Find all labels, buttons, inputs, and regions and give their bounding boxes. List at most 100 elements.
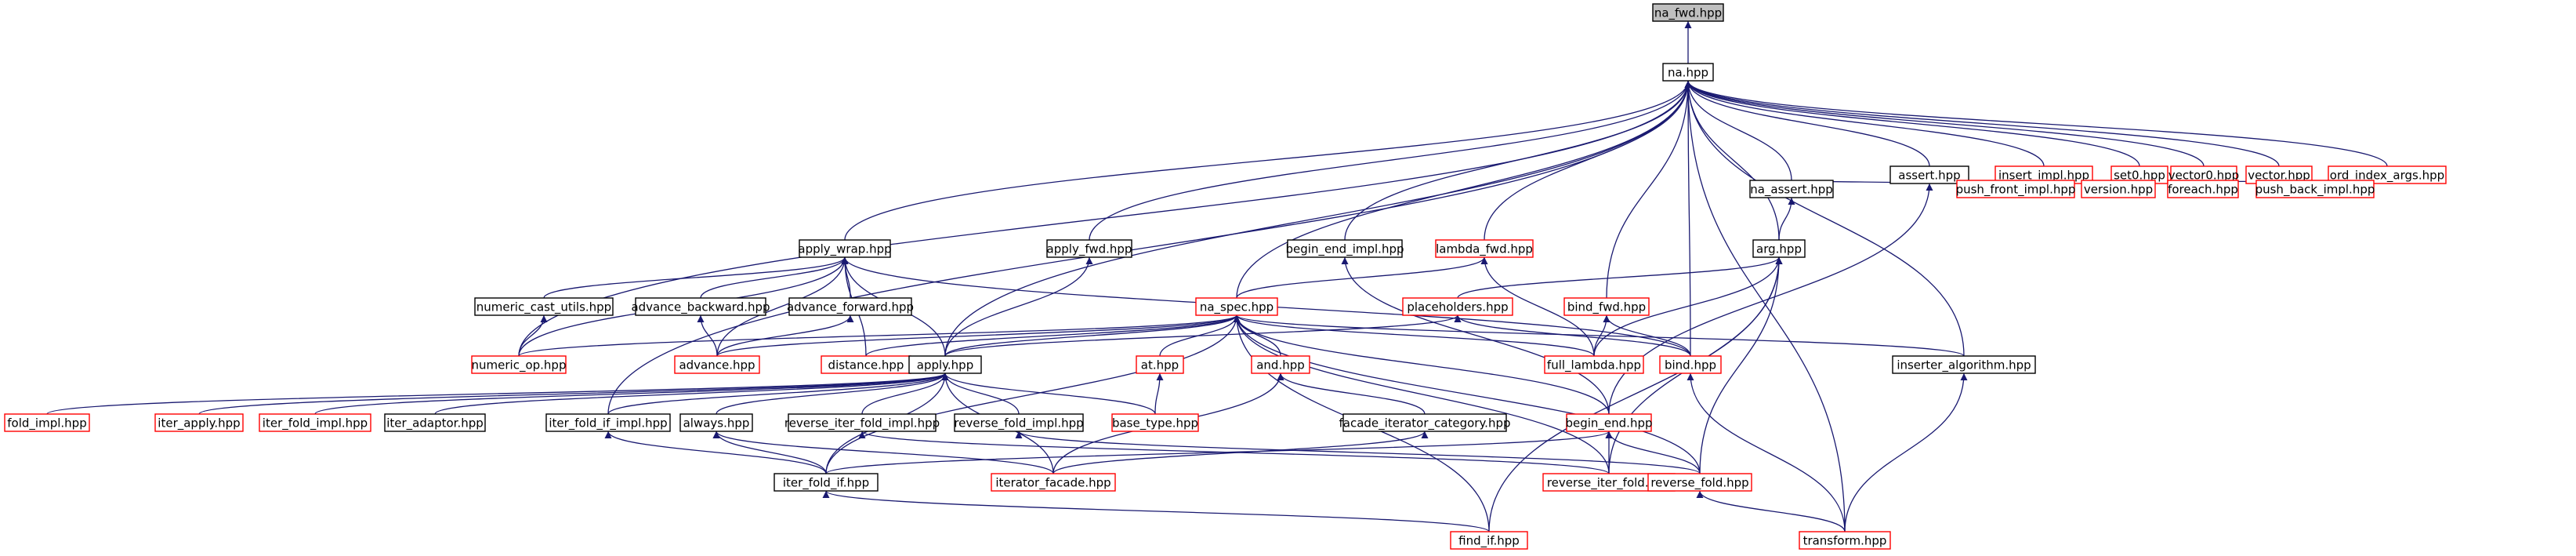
node-lambda-fwd[interactable]: lambda_fwd.hpp bbox=[1435, 239, 1534, 258]
node-box bbox=[1450, 531, 1528, 550]
node-label: advance_backward.hpp bbox=[631, 300, 770, 315]
node-box bbox=[471, 355, 567, 374]
node-box bbox=[1251, 355, 1310, 374]
node-reverse-iter-fold-impl[interactable]: reverse_iter_fold_impl.hpp bbox=[784, 413, 940, 432]
edge-iter_fold_impl-to-apply bbox=[314, 372, 949, 415]
edge-apply_fwd-to-na bbox=[1089, 80, 1692, 241]
node-box bbox=[1749, 180, 1834, 198]
node-facade-iterator-category[interactable]: facade_iterator_category.hpp bbox=[1339, 413, 1511, 432]
node-box bbox=[1647, 473, 1752, 492]
node-assert[interactable]: assert.hpp bbox=[1889, 165, 1969, 184]
node-full-lambda[interactable]: full_lambda.hpp bbox=[1544, 355, 1644, 374]
node-iter-apply[interactable]: iter_apply.hpp bbox=[154, 413, 244, 432]
node-begin-end[interactable]: begin_end.hpp bbox=[1565, 413, 1653, 432]
node-apply-wrap[interactable]: apply_wrap.hpp bbox=[798, 239, 892, 258]
node-push-back-impl[interactable]: push_back_impl.hpp bbox=[2255, 180, 2375, 198]
node-label: set0.hpp bbox=[2114, 169, 2165, 183]
edge-insert_impl-to-na bbox=[1684, 80, 2045, 167]
node-iterator-facade[interactable]: iterator_facade.hpp bbox=[991, 473, 1116, 492]
edge-apply-to-na bbox=[944, 80, 1692, 357]
node-box bbox=[954, 413, 1084, 432]
node-inserter-algorithm[interactable]: inserter_algorithm.hpp bbox=[1892, 355, 2036, 374]
node-label: and.hpp bbox=[1256, 358, 1305, 372]
edge-reverse_fold-to-reverse_fold_impl bbox=[1015, 431, 1701, 474]
node-label: at.hpp bbox=[1141, 358, 1179, 372]
edge-advance-to-advance_backward bbox=[697, 314, 718, 357]
node-begin-end-impl[interactable]: begin_end_impl.hpp bbox=[1286, 239, 1404, 258]
node-bind-fwd[interactable]: bind_fwd.hpp bbox=[1563, 297, 1650, 316]
node-bind[interactable]: bind.hpp bbox=[1659, 355, 1722, 374]
node-base-type[interactable]: base_type.hpp bbox=[1111, 413, 1199, 432]
node-advance-backward[interactable]: advance_backward.hpp bbox=[631, 297, 770, 316]
node-iter-fold-if-impl[interactable]: iter_fold_if_impl.hpp bbox=[545, 413, 671, 432]
node-distance[interactable]: distance.hpp bbox=[821, 355, 911, 374]
node-na-assert[interactable]: na_assert.hpp bbox=[1749, 180, 1834, 198]
node-label: bind_fwd.hpp bbox=[1567, 300, 1646, 315]
node-box bbox=[1046, 239, 1132, 258]
node-label: transform.hpp bbox=[1803, 534, 1887, 548]
node-ord-index-args[interactable]: ord_index_args.hpp bbox=[2328, 165, 2447, 184]
node-foreach[interactable]: foreach.hpp bbox=[2167, 180, 2239, 198]
node-find-if[interactable]: find_if.hpp bbox=[1450, 531, 1528, 550]
node-iter-fold-if[interactable]: iter_fold_if.hpp bbox=[774, 473, 879, 492]
node-label: arg.hpp bbox=[1756, 242, 1802, 256]
edge-na_spec-to-lambda_fwd bbox=[1236, 256, 1488, 299]
node-placeholders[interactable]: placeholders.hpp bbox=[1402, 297, 1513, 316]
edge-ord_index_args-to-na bbox=[1684, 80, 2388, 167]
node-label: iter_adaptor.hpp bbox=[386, 416, 484, 431]
node-advance-forward[interactable]: advance_forward.hpp bbox=[787, 297, 914, 316]
node-label: inserter_algorithm.hpp bbox=[1897, 358, 2031, 373]
node-iter-adaptor[interactable]: iter_adaptor.hpp bbox=[384, 413, 486, 432]
node-push-front-impl[interactable]: push_front_impl.hpp bbox=[1956, 180, 2076, 198]
edge-numeric_op-to-numeric_cast_utils bbox=[518, 314, 548, 357]
node-box bbox=[1287, 239, 1403, 258]
node-vector0[interactable]: vector0.hpp bbox=[2168, 165, 2239, 184]
node-label: placeholders.hpp bbox=[1407, 300, 1508, 314]
node-apply[interactable]: apply.hpp bbox=[908, 355, 982, 374]
edge-distance-to-na_spec bbox=[865, 314, 1241, 357]
node-arg[interactable]: arg.hpp bbox=[1752, 239, 1806, 258]
edge-transform-to-inserter_algorithm bbox=[1844, 372, 1968, 532]
node-iter-fold-impl[interactable]: iter_fold_impl.hpp bbox=[259, 413, 371, 432]
node-set0[interactable]: set0.hpp bbox=[2110, 165, 2168, 184]
edge-set0-to-na bbox=[1684, 80, 2140, 167]
node-na-spec[interactable]: na_spec.hpp bbox=[1195, 297, 1278, 316]
node-label: na_spec.hpp bbox=[1200, 300, 1274, 315]
node-na-fwd[interactable]: na_fwd.hpp bbox=[1652, 3, 1724, 22]
node-fold-impl[interactable]: fold_impl.hpp bbox=[4, 413, 90, 432]
edge-apply_wrap-to-na bbox=[844, 80, 1692, 241]
node-always[interactable]: always.hpp bbox=[679, 413, 753, 432]
node-label: iter_fold_if_impl.hpp bbox=[549, 416, 667, 431]
node-reverse-iter-fold[interactable]: reverse_iter_fold.hpp bbox=[1542, 473, 1676, 492]
node-label: begin_end_impl.hpp bbox=[1286, 242, 1404, 257]
node-label: assert.hpp bbox=[1898, 169, 1960, 183]
node-box bbox=[1752, 239, 1806, 258]
node-numeric-cast-utils[interactable]: numeric_cast_utils.hpp bbox=[474, 297, 614, 316]
node-box bbox=[788, 297, 912, 316]
node-box bbox=[545, 413, 671, 432]
node-box bbox=[384, 413, 486, 432]
node-label: apply.hpp bbox=[917, 358, 973, 372]
node-at[interactable]: at.hpp bbox=[1136, 355, 1184, 374]
node-label: numeric_op.hpp bbox=[472, 358, 567, 373]
node-box bbox=[1342, 413, 1507, 432]
edge-placeholders-to-arg bbox=[1457, 256, 1783, 299]
node-box bbox=[799, 239, 891, 258]
node-apply-fwd[interactable]: apply_fwd.hpp bbox=[1046, 239, 1132, 258]
node-box bbox=[1111, 413, 1199, 432]
edge-reverse_fold-to-na_spec bbox=[1233, 314, 1701, 474]
node-and[interactable]: and.hpp bbox=[1251, 355, 1310, 374]
node-reverse-fold-impl[interactable]: reverse_fold_impl.hpp bbox=[954, 413, 1084, 432]
node-transform[interactable]: transform.hpp bbox=[1799, 531, 1891, 550]
node-vector[interactable]: vector.hpp bbox=[2245, 165, 2313, 184]
node-insert-impl[interactable]: insert_impl.hpp bbox=[1994, 165, 2093, 184]
node-numeric-op[interactable]: numeric_op.hpp bbox=[471, 355, 567, 374]
node-box bbox=[635, 297, 766, 316]
node-advance[interactable]: advance.hpp bbox=[674, 355, 760, 374]
edge-advance-to-advance_forward bbox=[716, 314, 854, 357]
node-reverse-fold[interactable]: reverse_fold.hpp bbox=[1647, 473, 1752, 492]
edge-bind_fwd-to-na bbox=[1606, 80, 1692, 299]
node-na[interactable]: na.hpp bbox=[1662, 63, 1714, 82]
edge-apply-to-na_spec bbox=[944, 314, 1241, 357]
node-version[interactable]: version.hpp bbox=[2081, 180, 2156, 198]
